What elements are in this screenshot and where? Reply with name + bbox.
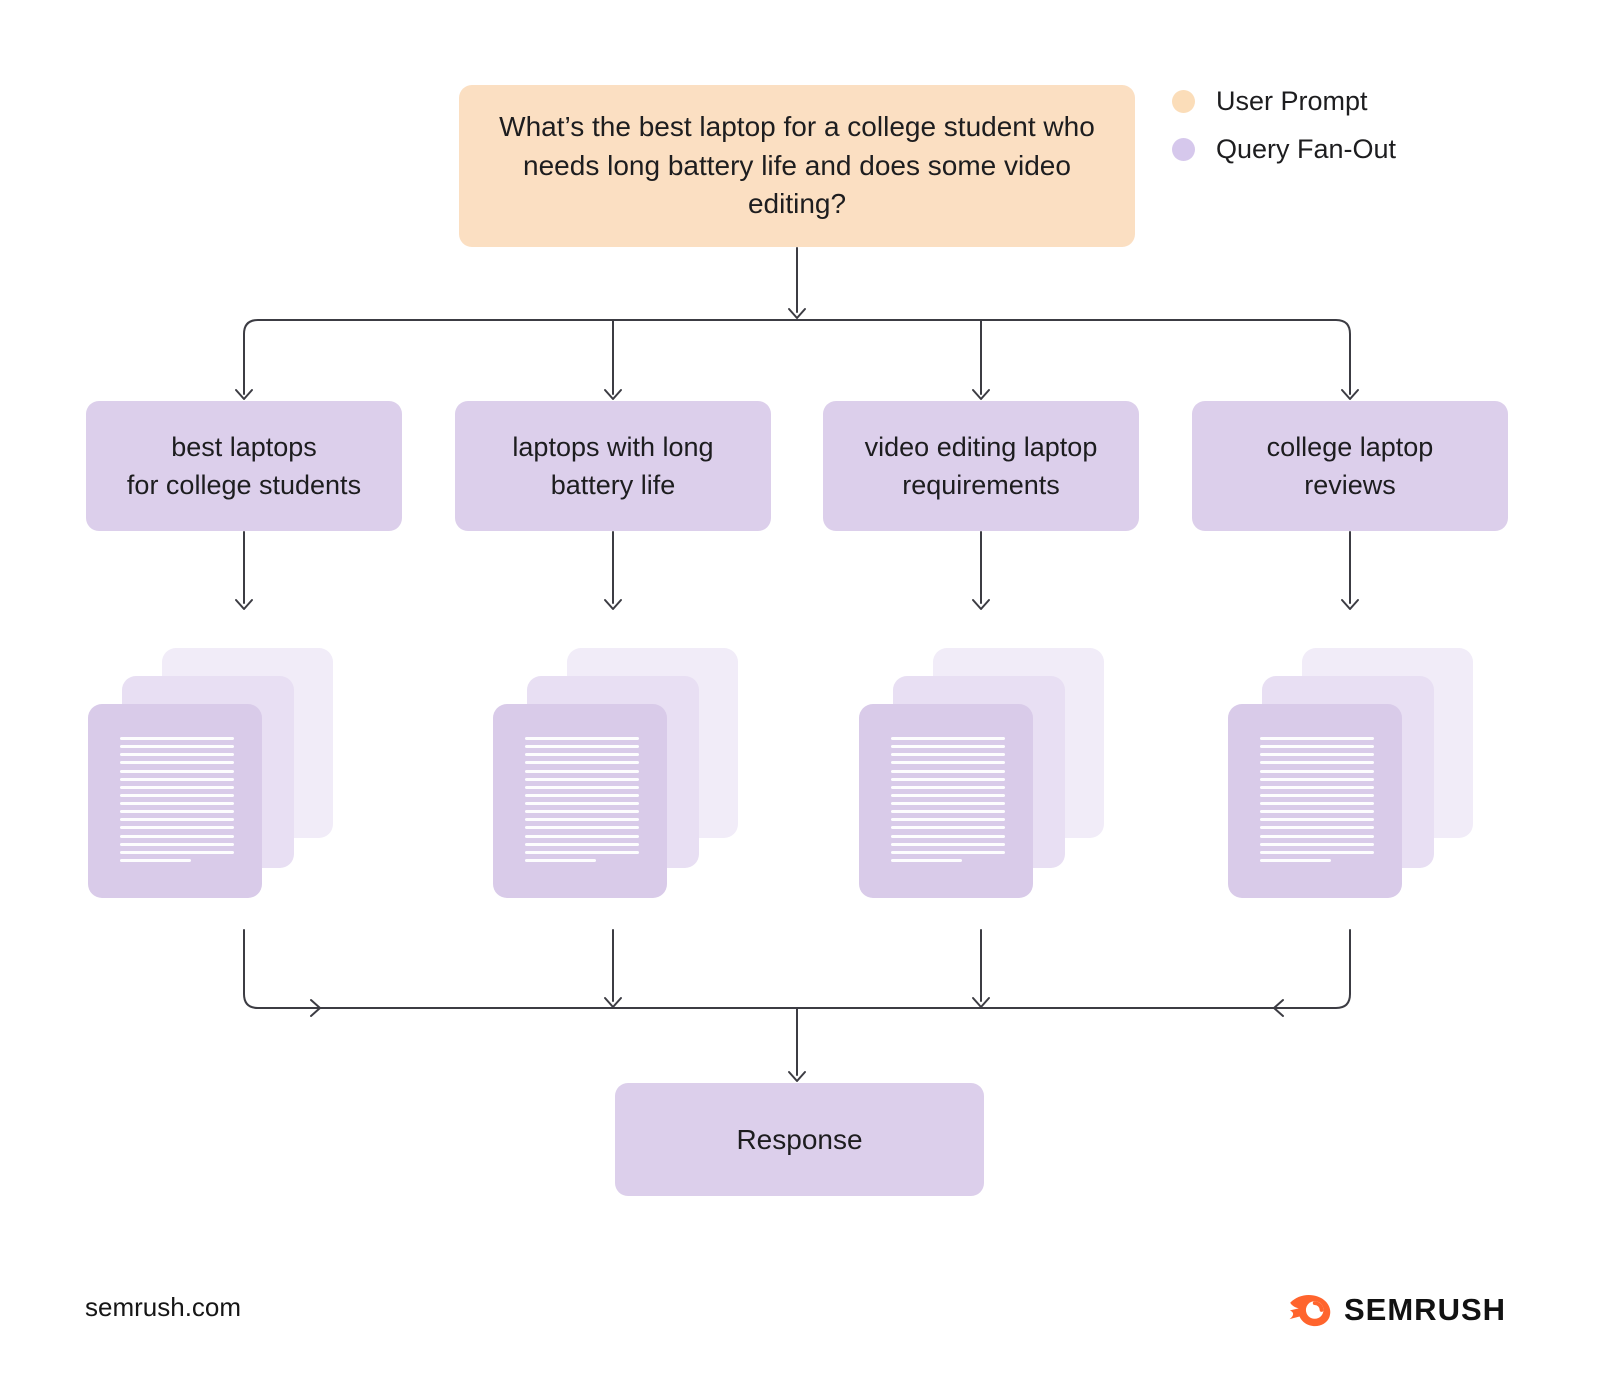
arrowhead-down	[604, 389, 622, 400]
query-node-video-editing: video editing laptop requirements	[823, 401, 1139, 531]
arrowhead-left	[1273, 999, 1284, 1017]
document-front-icon	[88, 704, 262, 898]
query-node-best-laptops: best laptops for college students	[86, 401, 402, 531]
query-line: requirements	[902, 470, 1060, 500]
legend: User Prompt Query Fan-Out	[1172, 86, 1396, 182]
response-node: Response	[615, 1083, 984, 1196]
legend-item-user-prompt: User Prompt	[1172, 86, 1396, 117]
arrowhead-down	[972, 389, 990, 400]
document-stack	[1228, 648, 1474, 898]
arrowhead-down	[604, 599, 622, 610]
query-line: laptops with long	[512, 431, 714, 462]
document-front-icon	[859, 704, 1033, 898]
legend-label: User Prompt	[1216, 86, 1368, 116]
arrowhead-down	[972, 599, 990, 610]
legend-item-query-fanout: Query Fan-Out	[1172, 134, 1396, 165]
document-front-icon	[1228, 704, 1402, 898]
connector-bottom-rail	[243, 929, 1351, 1009]
semrush-logo: SEMRUSH	[1286, 1292, 1506, 1328]
arrowhead-right	[310, 999, 321, 1017]
arrowhead-down	[972, 997, 990, 1008]
query-line: for college students	[126, 470, 362, 500]
semrush-comet-icon	[1289, 1295, 1331, 1327]
user-prompt-dot-icon	[1172, 90, 1195, 113]
arrowhead-down	[1341, 389, 1359, 400]
query-fanout-dot-icon	[1172, 138, 1195, 161]
query-node-college-reviews: college laptop reviews	[1192, 401, 1508, 531]
document-stack	[859, 648, 1105, 898]
query-line: college laptop	[1266, 431, 1434, 462]
semrush-wordmark: SEMRUSH	[1344, 1292, 1507, 1327]
connector-top-rail	[243, 319, 1351, 395]
arrowhead-down	[788, 308, 806, 319]
query-line: video editing laptop	[864, 431, 1098, 462]
arrowhead-down	[235, 599, 253, 610]
user-prompt-node: What’s the best laptop for a college stu…	[459, 85, 1135, 247]
user-prompt-text: What’s the best laptop for a college stu…	[499, 111, 1095, 220]
document-front-icon	[493, 704, 667, 898]
arrowhead-down	[788, 1071, 806, 1082]
query-line: best laptops	[171, 431, 317, 462]
query-node-battery-life: laptops with long battery life	[455, 401, 771, 531]
query-line: reviews	[1304, 470, 1396, 500]
document-stack	[88, 648, 334, 898]
arrowhead-down	[235, 389, 253, 400]
site-url-label: semrush.com	[85, 1292, 242, 1322]
query-line: battery life	[550, 470, 676, 500]
response-label: Response	[736, 1123, 863, 1155]
arrowhead-down	[1341, 599, 1359, 610]
legend-label: Query Fan-Out	[1216, 134, 1397, 164]
document-stack	[493, 648, 739, 898]
arrowhead-down	[604, 997, 622, 1008]
